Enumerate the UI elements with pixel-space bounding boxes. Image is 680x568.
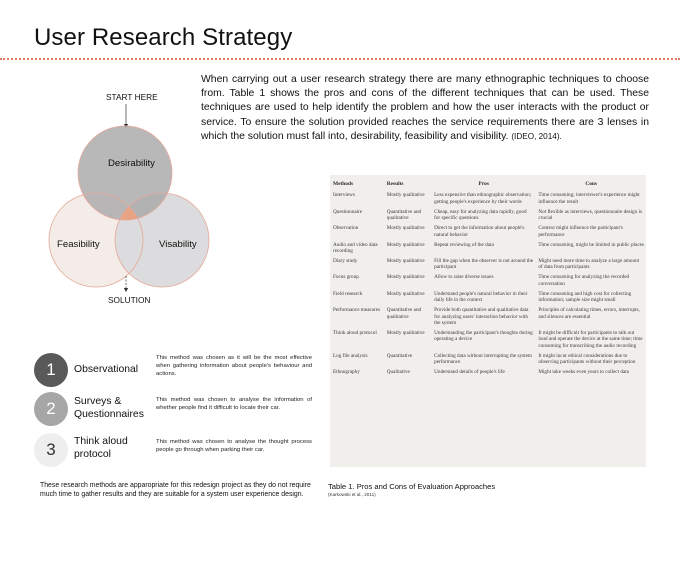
method-number-circle: 1 bbox=[34, 353, 68, 387]
method-number-circle: 2 bbox=[34, 392, 68, 426]
cell-results: Qualitative bbox=[386, 369, 410, 376]
method-name-line2: Questionnaires bbox=[74, 408, 144, 420]
venn-diagram: START HERE Desirability Feasibility Visa… bbox=[30, 86, 220, 308]
method-number-circle: 3 bbox=[34, 433, 68, 467]
desirability-label: Desirability bbox=[108, 158, 155, 169]
method-name: Think aloud protocol bbox=[74, 436, 128, 461]
header-cons: Cons bbox=[585, 181, 598, 187]
cell-results: Mostly qualitative bbox=[386, 274, 425, 281]
method-description: This method was chosen to analyse the in… bbox=[156, 397, 312, 411]
cell-pros: Fill the gap when the observer is not ar… bbox=[434, 258, 534, 271]
table-row: Interviews Mostly qualitative Less expensi… bbox=[330, 190, 646, 206]
header-pros: Pros bbox=[478, 181, 489, 187]
intro-text: When carrying out a user research strate… bbox=[201, 74, 649, 142]
cell-pros: Provide both quantitative and qualitativ… bbox=[434, 307, 529, 327]
table-caption-source: (Karkowski et al., 2011) bbox=[328, 492, 376, 497]
table-row: Observation Mostly qualitative Direct to g… bbox=[330, 223, 646, 239]
cell-method: Observation bbox=[333, 225, 359, 232]
cell-results: Quantitative and qualitative bbox=[386, 307, 422, 320]
visability-label: Visability bbox=[159, 239, 197, 250]
cell-cons: Time consuming; interviewer's experience… bbox=[538, 192, 640, 205]
table-row: Performance measures Quantitative and qua… bbox=[330, 305, 646, 328]
cell-results: Quantitative bbox=[386, 352, 413, 359]
cell-pros: Cheap, easy for analyzing data rapidly, … bbox=[434, 208, 527, 222]
table-row: Audio and video data recording Mostly qua… bbox=[330, 240, 646, 256]
header-results: Results bbox=[386, 181, 404, 187]
cell-cons: It might be difficult for participants t… bbox=[538, 330, 643, 349]
cell-results: Mostly qualitative bbox=[386, 290, 425, 297]
table-caption: Table 1. Pros and Cons of Evaluation App… bbox=[328, 482, 496, 491]
cell-method: Ethnography bbox=[333, 369, 360, 376]
cell-pros: Understand details of people's life bbox=[434, 369, 505, 376]
cell-pros: Less expensive than ethnographic observa… bbox=[434, 192, 532, 205]
header-methods: Methods bbox=[333, 181, 354, 187]
cell-cons: Context might influence the participant'… bbox=[538, 225, 623, 238]
table-row: Log file analysis Quantitative Collecting … bbox=[330, 351, 646, 367]
cell-method: Log file analysis bbox=[333, 352, 368, 359]
table-row: Focus group Mostly qualitative Allow to ra… bbox=[330, 272, 646, 288]
cell-results: Mostly qualitative bbox=[386, 258, 425, 265]
cell-pros: Direct to get the information about peop… bbox=[434, 225, 525, 238]
intro-citation: (IDEO, 2014). bbox=[511, 131, 562, 141]
start-here-label: START HERE bbox=[106, 92, 158, 102]
cell-pros: Collecting data without interrupting the… bbox=[434, 352, 532, 366]
cell-method: Think aloud protocol bbox=[333, 330, 377, 337]
method-name: Surveys & Questionnaires bbox=[74, 396, 144, 421]
method-description: This method was chosen as it will be the… bbox=[156, 355, 312, 377]
intro-paragraph: When carrying out a user research strate… bbox=[201, 73, 649, 144]
cell-method: Diary study bbox=[333, 258, 358, 265]
cell-cons: It might incur ethical considerations du… bbox=[538, 352, 636, 366]
method-surveys: 2 Surveys & Questionnaires This method w… bbox=[34, 392, 324, 428]
method-description: This method was chosen to analyse the th… bbox=[156, 439, 312, 453]
method-observational: 1 Observational This method was chosen a… bbox=[34, 353, 324, 389]
method-number: 3 bbox=[46, 440, 56, 459]
cell-results: Mostly qualitative bbox=[386, 192, 425, 199]
cell-results: Mostly qualitative bbox=[386, 330, 425, 337]
method-number: 1 bbox=[46, 360, 56, 379]
cell-results: Quantitative and qualitative bbox=[386, 208, 422, 222]
cell-method: Questionnaire bbox=[333, 208, 363, 215]
method-name-line1: Surveys & bbox=[74, 396, 122, 407]
method-name-line2: protocol bbox=[74, 448, 111, 460]
cell-cons: Principles of calculating times, errors,… bbox=[538, 307, 640, 320]
table-header-row: Methods Results Pros Cons bbox=[330, 175, 646, 190]
table-row: Ethnography Qualitative Understand details… bbox=[330, 367, 646, 377]
cell-cons: Time consuming, might be limited in publ… bbox=[538, 241, 644, 248]
cell-cons: Time consuming for analyzing the recorde… bbox=[538, 274, 630, 287]
methods-footnote: These research methods are apparopriate … bbox=[40, 482, 311, 498]
method-name-line1: Think aloud bbox=[74, 436, 128, 447]
cell-method: Audio and video data recording bbox=[333, 241, 378, 255]
method-name: Observational bbox=[74, 364, 139, 375]
cell-method: Performance measures bbox=[333, 307, 381, 314]
cell-results: Mostly qualitative bbox=[386, 225, 425, 232]
cell-results: Mostly qualitative bbox=[386, 241, 425, 248]
table-row: Diary study Mostly qualitative Fill the ga… bbox=[330, 256, 646, 272]
cell-method: Field research bbox=[333, 290, 363, 297]
desirability-circle bbox=[78, 126, 172, 220]
feasibility-label: Feasibility bbox=[57, 239, 100, 250]
cell-cons: Might need more time to analyze a large … bbox=[538, 258, 640, 271]
cell-pros: Repeat reviewing of the data bbox=[434, 241, 494, 248]
cell-cons: Time consuming and high cost for collect… bbox=[538, 290, 632, 304]
solution-label: SOLUTION bbox=[108, 295, 151, 305]
cell-cons: Not flexible as interviews, questionnair… bbox=[538, 208, 642, 222]
table-row: Questionnaire Quantitative and qualitativ… bbox=[330, 207, 646, 223]
cell-method: Focus group bbox=[333, 274, 359, 281]
method-number: 2 bbox=[46, 399, 56, 418]
cell-pros: Understand people's natural behavior in … bbox=[434, 290, 528, 304]
cell-pros: Allow to raise diverse issues bbox=[434, 274, 494, 281]
dotted-divider bbox=[0, 58, 680, 60]
cell-pros: Understanding the participant's thoughts… bbox=[434, 330, 533, 343]
table-row: Think aloud protocol Mostly qualitative Un… bbox=[330, 328, 646, 351]
table-row: Field research Mostly qualitative Understa… bbox=[330, 289, 646, 305]
page-title: User Research Strategy bbox=[34, 24, 293, 51]
cell-method: Interviews bbox=[333, 192, 355, 199]
method-think-aloud: 3 Think aloud protocol This method was c… bbox=[34, 433, 324, 469]
venn-graphic bbox=[48, 104, 210, 293]
cell-cons: Might take weeks even years to collect d… bbox=[538, 369, 629, 376]
